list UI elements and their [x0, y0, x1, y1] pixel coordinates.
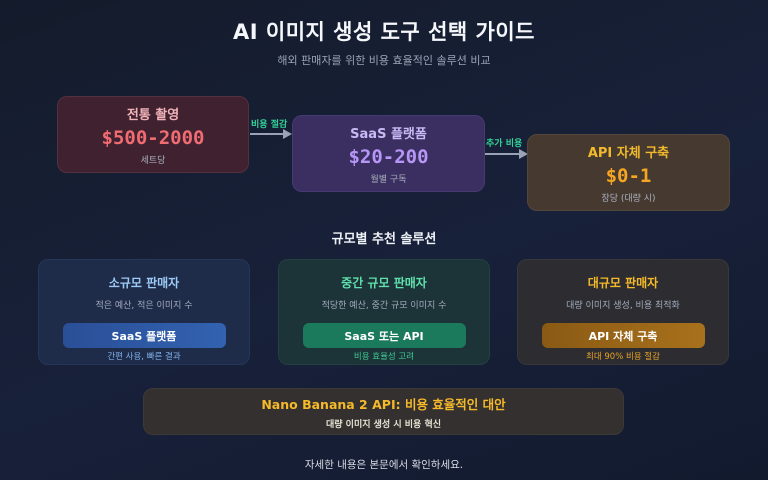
highlight-title: Nano Banana 2 API: 비용 효율적인 대안: [261, 396, 506, 412]
card-title: 중간 규모 판매자: [341, 276, 427, 290]
cost-box-api-self-build: API 자체 구축 $0-1 장당 (대량 시): [527, 134, 730, 211]
highlight-banner: Nano Banana 2 API: 비용 효율적인 대안 대량 이미지 생성 …: [143, 388, 624, 435]
card-title: 소규모 판매자: [108, 276, 180, 290]
arrow-line: [485, 153, 520, 155]
cost-unit: 월별 구독: [370, 174, 407, 185]
section-title: 규모별 추천 솔루션: [331, 232, 437, 247]
card-title: 대규모 판매자: [587, 276, 659, 290]
cost-label: 전통 촬영: [126, 107, 180, 123]
cost-unit: 세트당: [140, 155, 166, 166]
cost-label: API 자체 구축: [587, 145, 670, 161]
card-mid-seller: 중간 규모 판매자 적당한 예산, 중간 규모 이미지 수 SaaS 또는 AP…: [278, 259, 490, 365]
card-description: 대량 이미지 생성, 비용 최적화: [566, 301, 680, 311]
arrow-label-cost-saving: 비용 절감: [251, 120, 288, 130]
cost-price: $20-200: [348, 145, 429, 168]
card-small-seller: 소규모 판매자 적은 예산, 적은 이미지 수 SaaS 플랫폼 간편 사용, …: [38, 259, 250, 365]
solution-badge: SaaS 또는 API: [302, 323, 466, 348]
cost-price: $0-1: [605, 164, 652, 187]
footer-text: 자세한 내용은 본문에서 확인하세요.: [304, 459, 464, 471]
page-title: AI 이미지 생성 도구 선택 가이드: [233, 20, 535, 44]
highlight-subtitle: 대량 이미지 생성 시 비용 혁신: [325, 419, 442, 430]
cost-box-saas-platform: SaaS 플랫폼 $20-200 월별 구독: [292, 115, 485, 192]
card-note: 비용 효율성 고려: [353, 352, 415, 362]
cost-label: SaaS 플랫폼: [350, 126, 427, 142]
arrow-label-extra-cost: 추가 비용: [486, 139, 523, 149]
card-large-seller: 대규모 판매자 대량 이미지 생성, 비용 최적화 API 자체 구축 최대 9…: [517, 259, 729, 365]
arrow-right-icon: [519, 149, 528, 159]
page-subtitle: 해외 판매자를 위한 비용 효율적인 솔루션 비교: [277, 54, 491, 67]
solution-badge: API 자체 구축: [541, 323, 705, 348]
solution-badge: SaaS 플랫폼: [62, 323, 226, 348]
cost-box-traditional-photo: 전통 촬영 $500-2000 세트당: [57, 96, 249, 173]
arrow-right-icon: [283, 129, 292, 139]
cost-price: $500-2000: [101, 126, 205, 149]
arrow-line: [250, 133, 284, 135]
card-description: 적당한 예산, 중간 규모 이미지 수: [321, 301, 447, 311]
card-description: 적은 예산, 적은 이미지 수: [95, 301, 193, 311]
cost-unit: 장당 (대량 시): [601, 193, 656, 204]
card-note: 간편 사용, 빠른 결과: [107, 352, 181, 362]
card-note: 최대 90% 비용 절감: [586, 352, 660, 362]
